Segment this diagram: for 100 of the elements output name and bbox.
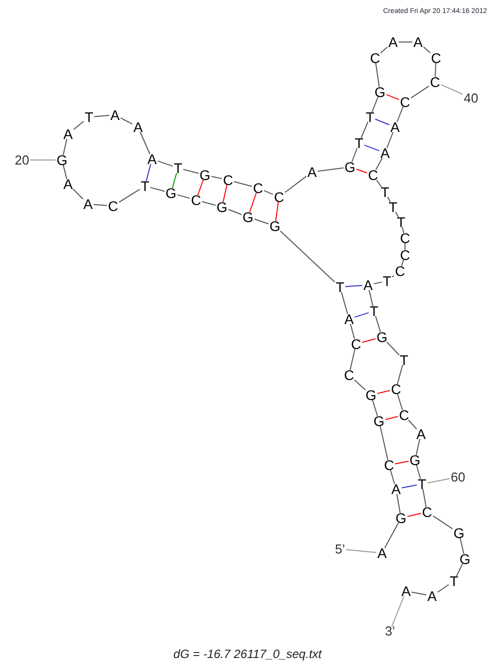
backbone-line — [375, 316, 381, 332]
base-pair-line — [354, 312, 370, 318]
nucleotide-letter: T — [382, 274, 392, 288]
backbone-line — [434, 62, 436, 78]
nucleotide-letter: C — [344, 368, 354, 382]
nucleotide-letter: C — [252, 181, 264, 195]
backbone-line — [380, 46, 388, 54]
nucleotide-letter: C — [222, 173, 234, 187]
leader-line — [346, 549, 377, 553]
nucleotide-letter: T — [380, 185, 390, 199]
backbone-line — [368, 290, 374, 306]
backbone-line — [404, 242, 406, 250]
base-pair-line — [376, 390, 390, 394]
position-number: 20 — [14, 154, 30, 166]
base-pair-line — [249, 192, 257, 212]
backbone-line — [264, 190, 274, 195]
nucleotide-letter: G — [376, 330, 388, 344]
nucleotide-letter: A — [377, 546, 387, 560]
strand-end-label: 5’ — [334, 542, 346, 556]
backbone-line — [396, 106, 404, 122]
nucleotide-letter: A — [344, 312, 354, 326]
nucleotide-letter: T — [370, 304, 378, 318]
nucleotide-letter: A — [388, 35, 398, 49]
backbone-line — [386, 132, 394, 148]
base-pair-line — [362, 338, 376, 343]
backbone-line — [210, 176, 222, 180]
base-pair-line — [146, 164, 152, 182]
backbone-line — [397, 394, 403, 410]
backbone-line — [392, 275, 394, 278]
nucleotide-letter: C — [430, 75, 440, 89]
nucleotide-letter: A — [147, 152, 157, 166]
nucleotide-letter: A — [391, 482, 401, 496]
nucleotide-letter: C — [390, 382, 402, 396]
nucleotide-letter: T — [450, 574, 458, 588]
nucleotide-letter: G — [242, 210, 254, 224]
nucleotide-letter: T — [140, 179, 150, 193]
nucleotide-letter: G — [270, 219, 280, 233]
backbone-line — [317, 167, 344, 172]
nucleotide-letter: T — [336, 280, 344, 294]
backbone-line — [437, 584, 450, 593]
base-pair-line — [356, 168, 368, 174]
backbone-line — [423, 46, 431, 54]
backbone-line — [373, 282, 382, 284]
leader-line — [391, 596, 404, 627]
nucleotide-letter: C — [398, 408, 410, 422]
nucleotide-letter: C — [400, 248, 410, 262]
base-pair-line — [275, 202, 279, 222]
backbone-line — [354, 380, 366, 390]
backbone-line — [390, 470, 396, 484]
nucleotide-letter: C — [370, 51, 380, 65]
nucleotide-letter: A — [427, 589, 437, 603]
backbone-line — [62, 164, 68, 180]
nucleotide-letter: G — [454, 526, 464, 540]
backbone-line — [396, 494, 401, 514]
backbone-line — [157, 160, 174, 167]
leader-line — [440, 84, 464, 95]
backbone-line — [395, 212, 399, 218]
nucleotide-letter: G — [216, 200, 228, 214]
nucleotide-letter: A — [307, 165, 317, 179]
nucleotide-letter: T — [354, 136, 364, 150]
backbone-line — [94, 114, 110, 118]
backbone-line — [380, 426, 388, 460]
backbone-line — [375, 62, 380, 88]
base-pair-line — [364, 144, 380, 152]
backbone-line — [280, 230, 336, 283]
base-pair-line — [222, 184, 228, 202]
nucleotide-letter: T — [396, 215, 406, 229]
nucleotide-letter: A — [416, 427, 426, 441]
backbone-line — [202, 201, 216, 206]
nucleotide-letter: T — [400, 353, 408, 367]
backbone-line — [422, 488, 427, 508]
nucleotide-letter: C — [190, 193, 202, 207]
nucleotide-letter: C — [274, 190, 284, 204]
backbone-line — [387, 196, 391, 202]
backbone-line — [384, 522, 399, 548]
nucleotide-letter: A — [83, 197, 93, 211]
backbone-line — [284, 176, 307, 193]
backbone-line — [460, 538, 464, 554]
backbone-line — [72, 188, 84, 200]
base-pair-line — [401, 484, 418, 488]
base-pair-line — [197, 180, 204, 196]
nucleotide-letter: C — [368, 168, 378, 182]
nucleotide-letter: A — [133, 120, 143, 134]
nucleotide-letter: C — [400, 95, 410, 109]
nucleotide-letter: G — [374, 85, 386, 99]
base-pair-line — [384, 416, 398, 420]
nucleotide-letter: G — [344, 160, 356, 174]
base-pair-line — [406, 512, 422, 518]
backbone-line — [118, 188, 140, 203]
nucleotide-letter: A — [110, 108, 120, 122]
nucleotide-letter: C — [422, 505, 432, 519]
backbone-line — [350, 324, 356, 340]
backbone-line — [372, 400, 378, 416]
nucleotide-letter: C — [430, 51, 442, 65]
nucleotide-letter: A — [390, 120, 400, 134]
backbone-line — [254, 218, 270, 224]
backbone-line — [411, 592, 427, 596]
nucleotide-letter: G — [166, 186, 176, 200]
nucleotide-letter: G — [410, 453, 420, 467]
backbone-line — [416, 464, 422, 480]
